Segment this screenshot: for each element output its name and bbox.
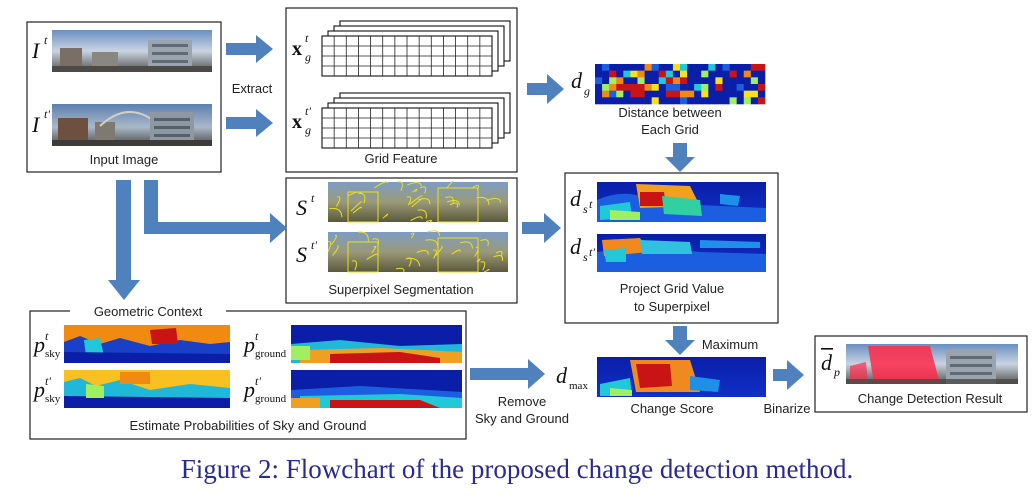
math-S-tprime-sup: t' bbox=[311, 238, 317, 252]
projected-map-tprime bbox=[597, 234, 766, 272]
math-d-s-t-sub: s bbox=[583, 202, 588, 216]
input-image-label: Input Image bbox=[90, 152, 159, 167]
math-d-max-sub: max bbox=[569, 380, 588, 392]
svg-text:p: p bbox=[32, 332, 45, 357]
arrow-superpixel-to-project bbox=[522, 213, 561, 243]
math-d-s-tprime-sup: t' bbox=[589, 245, 595, 259]
superpixel-image-t bbox=[328, 180, 508, 223]
result-label: Change Detection Result bbox=[858, 391, 1003, 406]
svg-text:t: t bbox=[45, 329, 49, 343]
remove-label-line1: Remove bbox=[498, 394, 546, 409]
math-S-tprime: S bbox=[296, 242, 307, 267]
svg-text:sky: sky bbox=[45, 393, 61, 405]
svg-text:t': t' bbox=[45, 374, 51, 388]
superpixel-label: Superpixel Segmentation bbox=[328, 282, 473, 297]
math-S-t-sup: t bbox=[311, 191, 315, 205]
math-x-g-tprime-sub: g bbox=[305, 123, 311, 137]
svg-text:t: t bbox=[255, 329, 259, 343]
geometric-context-label-bg bbox=[70, 303, 226, 320]
extract-label: Extract bbox=[232, 81, 273, 96]
math-x-g-tprime-sup: t' bbox=[305, 104, 311, 118]
svg-text:sky: sky bbox=[45, 348, 61, 360]
math-d-g: d bbox=[571, 68, 583, 93]
distance-heatmap bbox=[595, 64, 766, 105]
ground-prob-map-t bbox=[291, 325, 462, 363]
p-ground-t-label: p t ground bbox=[242, 329, 287, 360]
geometric-context-label: Geometric Context bbox=[94, 304, 203, 319]
arrow-maximum bbox=[665, 326, 695, 355]
svg-text:ground: ground bbox=[255, 393, 287, 405]
arrow-extract-t bbox=[226, 35, 273, 63]
superpixel-image-tprime bbox=[327, 230, 508, 273]
project-label-line2: to Superpixel bbox=[634, 299, 710, 314]
arrow-input-to-superpixel bbox=[144, 180, 287, 243]
projected-map-t bbox=[597, 182, 766, 222]
arrow-to-distance bbox=[527, 74, 564, 104]
estimate-prob-label: Estimate Probabilities of Sky and Ground bbox=[129, 418, 366, 433]
grid-feature-label: Grid Feature bbox=[365, 151, 438, 166]
math-d-p-sub: p bbox=[833, 365, 840, 379]
math-d-s-tprime-sub: s bbox=[583, 250, 588, 264]
ground-prob-map-tprime bbox=[291, 370, 462, 408]
arrow-down-to-project bbox=[665, 143, 695, 172]
math-d-p-overbar bbox=[821, 348, 833, 350]
change-score-label: Change Score bbox=[630, 401, 713, 416]
math-I-tprime-sup: t' bbox=[44, 107, 50, 121]
arrow-extract-tprime bbox=[226, 109, 273, 137]
remove-label-line2: Sky and Ground bbox=[475, 411, 569, 426]
math-S-t: S bbox=[296, 195, 307, 220]
binarize-label: Binarize bbox=[764, 401, 811, 416]
maximum-label: Maximum bbox=[702, 337, 758, 352]
svg-text:ground: ground bbox=[255, 348, 287, 360]
math-x-g-tprime: x bbox=[292, 111, 302, 133]
grid-feature-stack-t bbox=[321, 20, 511, 77]
math-x-g-t: x bbox=[292, 38, 302, 60]
math-x-g-t-sub: g bbox=[305, 50, 311, 64]
svg-text:p: p bbox=[242, 332, 255, 357]
change-detection-result-image bbox=[846, 344, 1018, 384]
math-I-tprime: I bbox=[31, 112, 41, 137]
math-d-s-t-sup: t bbox=[589, 197, 593, 211]
project-label-line1: Project Grid Value bbox=[620, 281, 725, 296]
input-image-t bbox=[52, 30, 212, 72]
figure-caption: Figure 2: Flowchart of the proposed chan… bbox=[181, 454, 854, 484]
math-x-g-t-sup: t bbox=[305, 31, 309, 45]
sky-prob-map-tprime bbox=[64, 370, 230, 408]
change-score-map bbox=[597, 357, 766, 397]
math-d-p: d bbox=[821, 350, 833, 375]
input-image-t-prime bbox=[52, 104, 212, 146]
distance-label-line1: Distance between bbox=[618, 105, 721, 120]
distance-label-line2: Each Grid bbox=[641, 122, 699, 137]
p-sky-t-label: p t sky bbox=[32, 329, 61, 360]
math-d-s-tprime: d bbox=[570, 234, 582, 259]
math-d-max: d bbox=[556, 363, 568, 388]
math-I-t-sup: t bbox=[44, 33, 48, 47]
p-ground-tprime-label: p t' ground bbox=[242, 374, 287, 405]
arrow-binarize bbox=[773, 360, 804, 390]
arrow-remove-sky-ground bbox=[470, 359, 545, 389]
svg-text:p: p bbox=[242, 377, 255, 402]
p-sky-tprime-label: p t' sky bbox=[32, 374, 61, 405]
math-d-g-sub: g bbox=[584, 84, 590, 98]
svg-text:p: p bbox=[32, 377, 45, 402]
svg-text:t': t' bbox=[255, 374, 261, 388]
sky-prob-map-t bbox=[64, 325, 230, 363]
math-d-s-t: d bbox=[570, 186, 582, 211]
math-I-t: I bbox=[31, 38, 41, 63]
grid-feature-stack-tprime bbox=[321, 92, 511, 149]
arrow-input-to-geometric bbox=[108, 180, 140, 300]
